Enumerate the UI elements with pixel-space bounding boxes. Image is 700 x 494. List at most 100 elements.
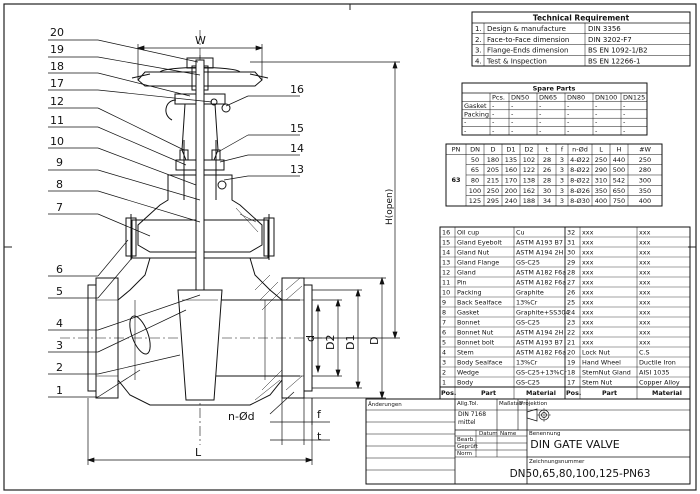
dim-cell: 8-Ø26 xyxy=(570,187,590,195)
dim-cell: 4-Ø22 xyxy=(570,156,590,164)
spare-cell: - xyxy=(623,102,626,110)
parts-footer-header: Pos. xyxy=(441,389,456,397)
part-pos: 1 xyxy=(442,379,446,387)
part-material: Graphite xyxy=(516,289,544,297)
dim-nd-label: n-Ød xyxy=(228,410,255,423)
part-name: Gland xyxy=(457,269,476,277)
part-material: Copper Alloy xyxy=(639,379,680,387)
part-material: ASTM A194 2H xyxy=(516,249,564,257)
dim-cell: 250 xyxy=(639,156,651,164)
part-material: ASTM A182 F6a xyxy=(516,279,566,287)
dimension-lines xyxy=(86,44,400,465)
balloon-4: 4 xyxy=(56,317,63,330)
balloon-16: 16 xyxy=(290,83,304,96)
part-pos: 21 xyxy=(567,339,575,347)
parts-footer-header: Pos. xyxy=(566,389,581,397)
spare-cell: - xyxy=(567,110,570,118)
part-pos: 15 xyxy=(442,239,450,247)
tech-row-num: 3. xyxy=(475,47,482,55)
balloon-11: 11 xyxy=(50,114,64,127)
dim-header-cell: n-Ød xyxy=(572,146,588,154)
dim-cell: 135 xyxy=(505,156,517,164)
parts-footer-header: Material xyxy=(526,389,556,397)
tech-row-standard: BS EN 1092-1/B2 xyxy=(588,47,648,55)
balloon-17: 17 xyxy=(50,77,64,90)
dim-cell: 350 xyxy=(595,187,607,195)
dim-cell: 400 xyxy=(639,197,651,205)
spare-cell: - xyxy=(492,102,495,110)
dim-cell: 205 xyxy=(487,166,499,174)
part-material: ASTM A182 F6a xyxy=(516,349,566,357)
part-pos: 13 xyxy=(442,259,450,267)
dim-cell: 200 xyxy=(505,187,517,195)
part-name: xxx xyxy=(582,269,594,277)
changes-label: Änderungen xyxy=(368,401,402,408)
part-name: xxx xyxy=(582,299,594,307)
dim-header-cell: t xyxy=(546,146,549,154)
technical-requirement-table: Technical Requirement 1.Design & manufac… xyxy=(471,11,691,67)
balloon-3: 3 xyxy=(56,339,63,352)
part-pos: 14 xyxy=(442,249,450,257)
dim-header-cell: D1 xyxy=(506,146,515,154)
dim-header-cell: D2 xyxy=(524,146,533,154)
dim-cell: 26 xyxy=(543,166,551,174)
part-pos: 31 xyxy=(567,239,575,247)
part-material: Graphite+SS304 xyxy=(516,309,569,317)
part-pos: 9 xyxy=(442,299,446,307)
part-pos: 8 xyxy=(442,309,446,317)
part-material: xxx xyxy=(639,279,651,287)
spare-cell: - xyxy=(511,110,514,118)
balloon-15: 15 xyxy=(290,122,304,135)
tolerance-value-2: mittel xyxy=(458,419,476,426)
dim-cell: 650 xyxy=(613,187,625,195)
part-name: Lock Nut xyxy=(582,349,610,357)
part-pos: 6 xyxy=(442,329,446,337)
tech-row-standard: DIN 3356 xyxy=(588,25,621,33)
spare-cell: - xyxy=(539,119,542,127)
part-material: xxx xyxy=(639,239,651,247)
dim-cell: 3 xyxy=(560,187,564,195)
dim-cell: 30 xyxy=(543,187,551,195)
tech-row-num: 4. xyxy=(475,57,482,65)
part-name: Bonnet xyxy=(457,319,480,327)
projection-symbol-icon xyxy=(526,408,551,422)
part-material: xxx xyxy=(639,229,651,237)
dim-cell: 500 xyxy=(613,166,625,174)
part-name: xxx xyxy=(582,319,594,327)
part-material: xxx xyxy=(639,299,651,307)
part-material: GS-C25+13%Cr xyxy=(516,369,567,377)
dim-header-cell: H xyxy=(617,146,622,154)
dim-cell: 542 xyxy=(613,176,625,184)
dim-cell: 310 xyxy=(595,176,607,184)
tech-row-standard: DIN 3202-F7 xyxy=(588,36,632,44)
part-material: ASTM A182 F6a xyxy=(516,269,566,277)
spare-cell: - xyxy=(492,119,495,127)
dim-cell: 160 xyxy=(505,166,517,174)
drawing-number-label: Zeichnungsnummer xyxy=(529,459,585,465)
part-material: GS-C25 xyxy=(516,319,540,327)
part-name: xxx xyxy=(582,289,594,297)
spare-cell: - xyxy=(623,119,626,127)
part-name: StemNut Gland xyxy=(582,369,631,377)
spare-header-cell: Pcs. xyxy=(492,94,505,102)
parts-footer-header: Part xyxy=(602,389,617,397)
part-pos: 19 xyxy=(567,359,575,367)
dim-cell: 440 xyxy=(613,156,625,164)
projection-label: Projektion xyxy=(520,401,548,407)
date-header: Datum xyxy=(479,431,498,437)
part-name: Stem Nut xyxy=(582,379,613,387)
balloon-6: 6 xyxy=(56,263,63,276)
tech-row-item: Flange-Ends dimension xyxy=(487,47,568,55)
dim-header-cell: f xyxy=(561,146,564,154)
balloon-18: 18 xyxy=(50,60,64,73)
dim-cell: 180 xyxy=(487,156,499,164)
part-name: xxx xyxy=(582,309,594,317)
dim-cell: 280 xyxy=(639,166,651,174)
part-material: 13%Cr xyxy=(516,299,538,307)
spare-cell: - xyxy=(595,127,598,135)
part-name: Body xyxy=(457,379,473,387)
balloon-20: 20 xyxy=(50,26,64,39)
spare-cell: - xyxy=(511,119,514,127)
